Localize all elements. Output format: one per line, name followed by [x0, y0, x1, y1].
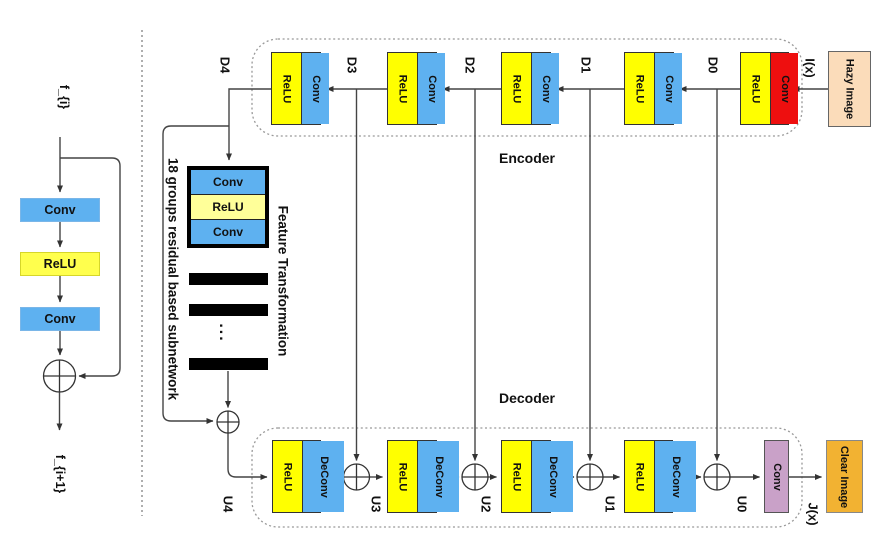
encoder-block-4: ReLU Conv — [271, 52, 330, 125]
sum-nodes — [42, 359, 731, 491]
encoder-block-0-conv: Conv — [769, 53, 799, 124]
relu-label: ReLU — [749, 74, 762, 103]
relu-label: ReLU — [633, 74, 646, 103]
encoder-block-1-relu: ReLU — [625, 53, 654, 124]
encoder-input-signal: I(x) — [802, 58, 818, 78]
conv-label: Conv — [778, 74, 791, 103]
encoder-block-2: ReLU Conv — [501, 52, 560, 125]
relu-label: ReLU — [396, 74, 409, 103]
stage-label-u4: U4 — [220, 495, 236, 513]
decoder-block-1-relu: ReLU — [625, 441, 654, 512]
encoder-block-3: ReLU Conv — [387, 52, 446, 125]
relu-label: ReLU — [396, 462, 409, 491]
deconv-label: DeConv — [669, 455, 682, 498]
residual-groups-ellipsis: ... — [216, 323, 233, 343]
clear-image-label: Clear Image — [838, 445, 851, 508]
decoder-block-3-deconv: DeConv — [416, 441, 460, 512]
encoder-block-4-relu: ReLU — [272, 53, 301, 124]
deconv-label: DeConv — [317, 455, 330, 498]
stage-label-d4: D4 — [217, 56, 233, 74]
conv-label: Conv — [309, 74, 322, 103]
encoder-block-3-conv: Conv — [416, 53, 446, 124]
decoder-final-conv-box: Conv — [764, 440, 789, 513]
encoder-block-4-conv: Conv — [300, 53, 330, 124]
decoder-block-4-relu: ReLU — [273, 441, 302, 512]
ft-relu: ReLU — [191, 194, 265, 219]
encoder-title: Encoder — [498, 150, 556, 166]
decoder-block-2-relu: ReLU — [502, 441, 531, 512]
decoder-block-3-relu: ReLU — [388, 441, 417, 512]
stage-label-d3: D3 — [344, 56, 360, 74]
relu-label: ReLU — [281, 462, 294, 491]
stage-label-u0: U0 — [734, 495, 750, 513]
residual-input-label: f_{i} — [57, 84, 71, 110]
residual-module-lines — [56, 137, 121, 431]
residual-output-label: f_{i+1} — [53, 454, 67, 494]
decoder-block-4-deconv: DeConv — [301, 441, 345, 512]
feature-transformation-lines — [225, 371, 268, 480]
relu-label: ReLU — [510, 462, 523, 491]
decoder-title: Decoder — [498, 390, 556, 406]
decoder-block-2: ReLU DeConv — [501, 440, 574, 513]
deconv-label: DeConv — [432, 455, 445, 498]
decoder-block-1: ReLU DeConv — [624, 440, 697, 513]
decoder-block-3: ReLU DeConv — [387, 440, 460, 513]
hazy-image-label: Hazy Image — [843, 58, 856, 120]
ft-conv2: Conv — [191, 219, 265, 244]
ft-conv1: Conv — [191, 170, 265, 194]
stage-label-d1: D1 — [578, 56, 594, 74]
decoder-block-4: ReLU DeConv — [272, 440, 345, 513]
relu-label: ReLU — [280, 74, 293, 103]
feature-transformation-title: Feature Transformation — [275, 205, 291, 357]
conv-label: Conv — [662, 74, 675, 103]
skip-connection-lines — [353, 89, 720, 461]
encoder-outline — [251, 38, 803, 137]
conv-label: Conv — [425, 74, 438, 103]
residual-group-bar — [189, 273, 268, 285]
feature-transformation-subtitle: 18 groups residual based subnetwork — [165, 157, 181, 401]
encoder-block-2-conv: Conv — [530, 53, 560, 124]
encoder-block-0-relu: ReLU — [741, 53, 770, 124]
encoder-block-0: ReLU Conv — [740, 52, 799, 125]
residual-group-bar — [189, 304, 268, 316]
decoder-output-signal: J(x) — [805, 502, 821, 526]
decoder-block-2-deconv: DeConv — [530, 441, 574, 512]
deconv-label: DeConv — [546, 455, 559, 498]
encoder-block-1-conv: Conv — [653, 53, 683, 124]
stage-label-d0: D0 — [705, 56, 721, 74]
stage-label-d2: D2 — [462, 56, 478, 74]
residual-conv1-box: Conv — [20, 198, 100, 222]
encoder-block-3-relu: ReLU — [388, 53, 417, 124]
residual-relu-box: ReLU — [20, 252, 100, 276]
clear-image-box: Clear Image — [826, 440, 863, 513]
decoder-block-1-deconv: DeConv — [653, 441, 697, 512]
stage-label-u1: U1 — [602, 495, 618, 513]
residual-conv2-box: Conv — [20, 307, 100, 331]
encoder-block-2-relu: ReLU — [502, 53, 531, 124]
conv-label: Conv — [539, 74, 552, 103]
relu-label: ReLU — [510, 74, 523, 103]
stage-label-u2: U2 — [478, 495, 494, 513]
hazy-image-box: Hazy Image — [828, 51, 871, 127]
encoder-block-1: ReLU Conv — [624, 52, 683, 125]
encoder-flow-lines — [162, 86, 828, 424]
feature-transformation-box: Conv ReLU Conv — [187, 166, 269, 248]
stage-label-u3: U3 — [368, 495, 384, 513]
residual-group-bar — [189, 358, 268, 370]
relu-label: ReLU — [633, 462, 646, 491]
conv-label: Conv — [770, 462, 783, 491]
